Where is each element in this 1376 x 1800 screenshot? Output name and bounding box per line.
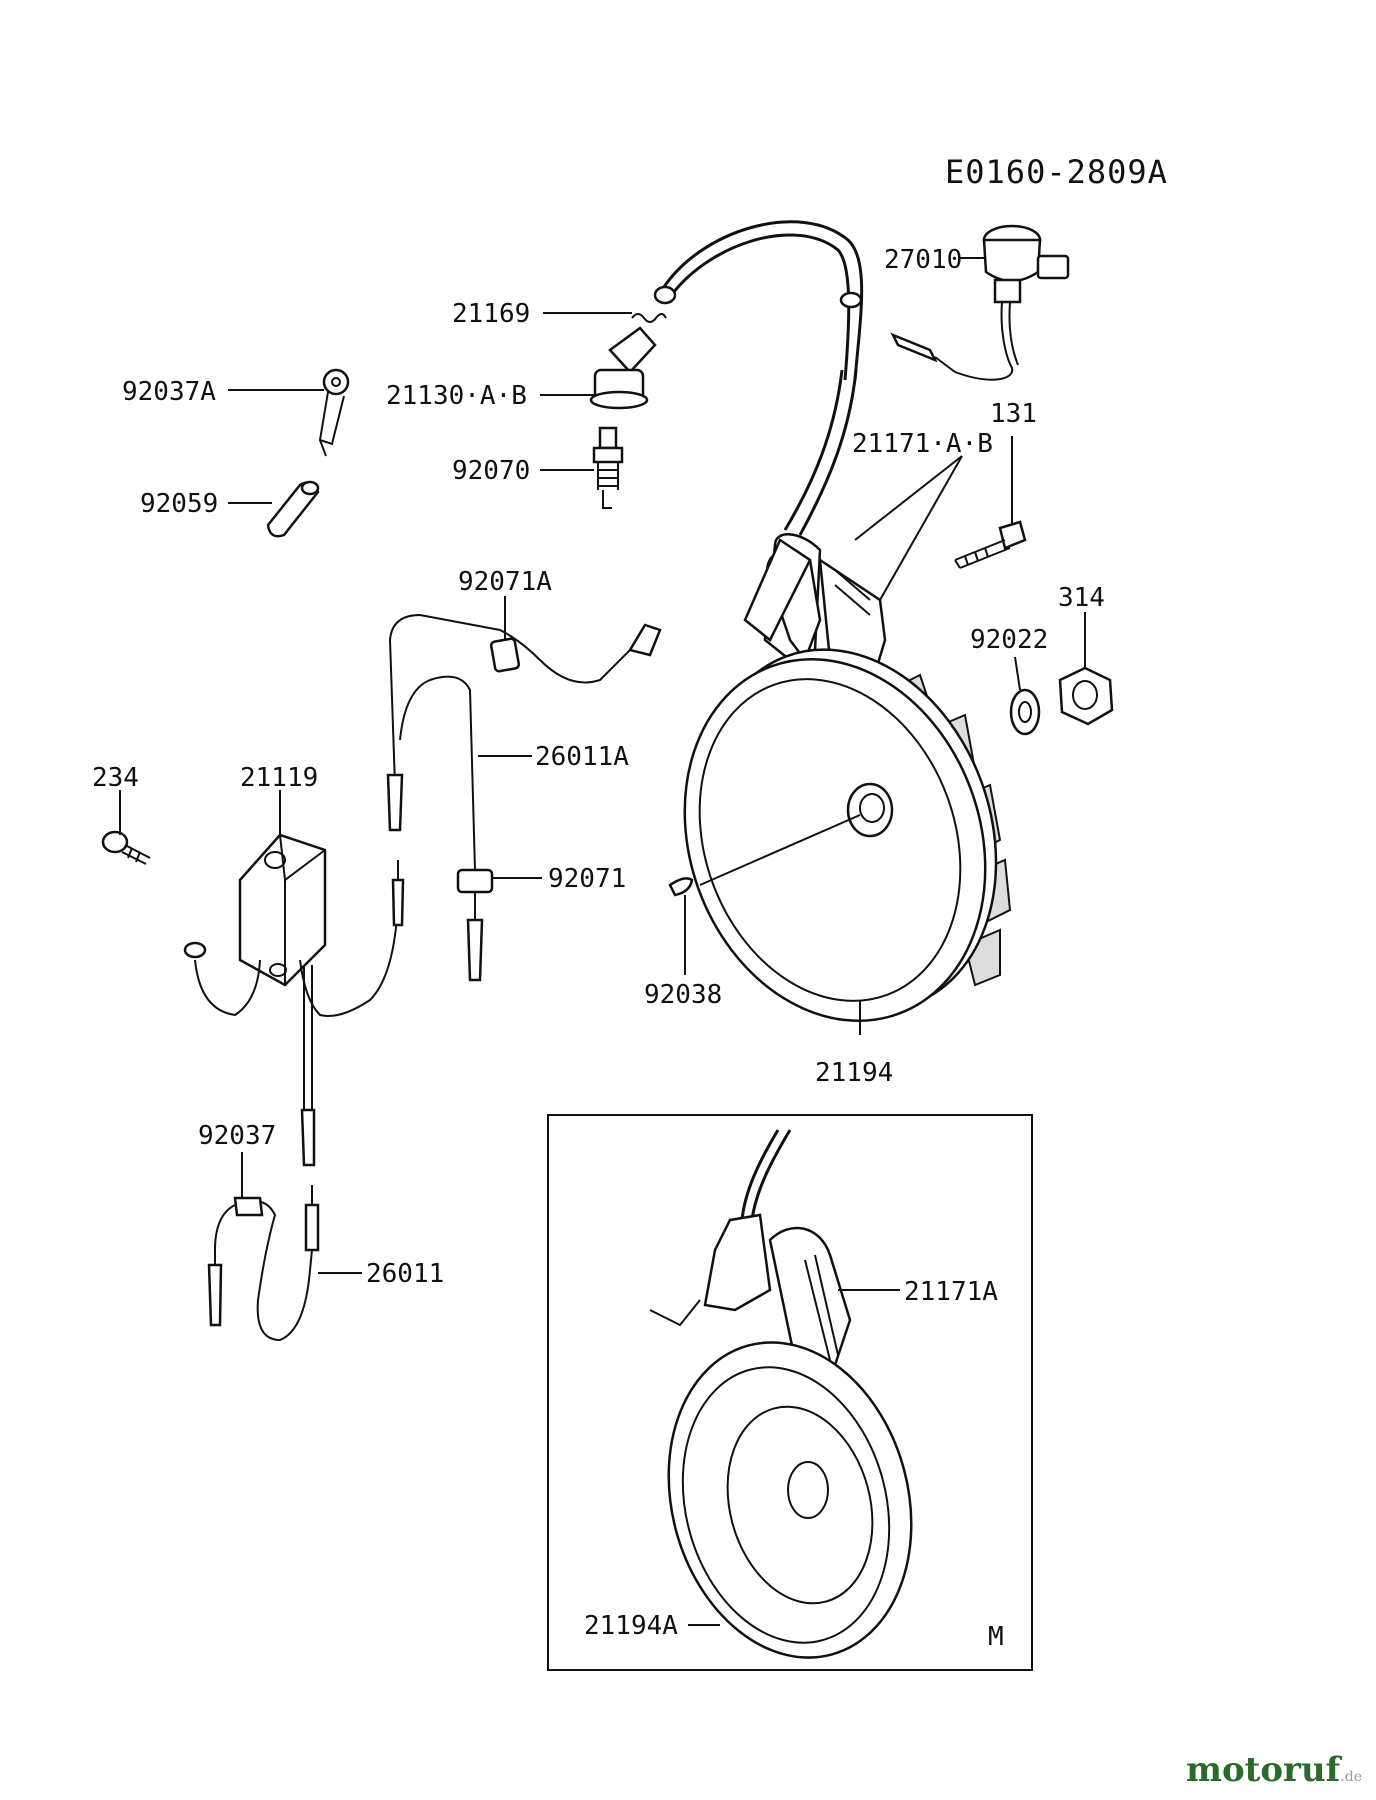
label-21171A: 21171A (904, 1277, 998, 1307)
watermark-brand: motoruf (1186, 1750, 1341, 1790)
label-92070: 92070 (452, 456, 530, 486)
label-92038: 92038 (644, 980, 722, 1010)
igniter-21119 (183, 833, 405, 1167)
label-92022: 92022 (970, 625, 1048, 655)
label-27010: 27010 (884, 245, 962, 275)
label-234: 234 (92, 763, 139, 793)
stop-switch-27010 (890, 224, 1070, 381)
insulator-tube-92059 (266, 480, 320, 538)
plug-cap-21130 (589, 326, 657, 410)
key-92038 (668, 877, 694, 897)
label-21171AB: 21171·A·B (852, 429, 993, 459)
terminal-92037A (318, 368, 350, 457)
label-92071: 92071 (548, 864, 626, 894)
label-21130AB: 21130·A·B (386, 381, 527, 411)
label-21119: 21119 (240, 763, 318, 793)
flywheel-21194 (683, 648, 1012, 1023)
label-92037: 92037 (198, 1121, 276, 1151)
lead-wire-26011A (399, 675, 484, 982)
watermark-logo: motoruf.de (1186, 1750, 1362, 1790)
label-26011A: 26011A (535, 742, 629, 772)
label-92059: 92059 (140, 489, 218, 519)
label-26011: 26011 (366, 1259, 444, 1289)
spark-plug-92070 (592, 426, 624, 509)
label-92037A: 92037A (122, 377, 216, 407)
nut-314 (1058, 666, 1114, 726)
lead-wire-26011 (207, 1185, 320, 1342)
diagram-code: E0160-2809A (945, 153, 1168, 191)
screw-234 (101, 830, 151, 865)
spring-21169 (631, 313, 667, 323)
label-21169: 21169 (452, 299, 530, 329)
label-21194A: 21194A (584, 1611, 678, 1641)
label-131: 131 (990, 399, 1037, 429)
label-92071A: 92071A (458, 567, 552, 597)
label-314: 314 (1058, 583, 1105, 613)
inset-variant-box: M (547, 1114, 1033, 1671)
washer-92022 (1009, 688, 1041, 736)
label-21194: 21194 (815, 1058, 893, 1088)
high-tension-lead (653, 220, 864, 536)
inset-marker: M (988, 1622, 1004, 1652)
watermark-suffix: .de (1340, 1769, 1362, 1785)
bolt-131 (954, 520, 1027, 569)
clamp-92071 (456, 868, 494, 894)
leader-lines (119, 257, 1086, 1626)
lead-wire-92071A (386, 613, 662, 832)
